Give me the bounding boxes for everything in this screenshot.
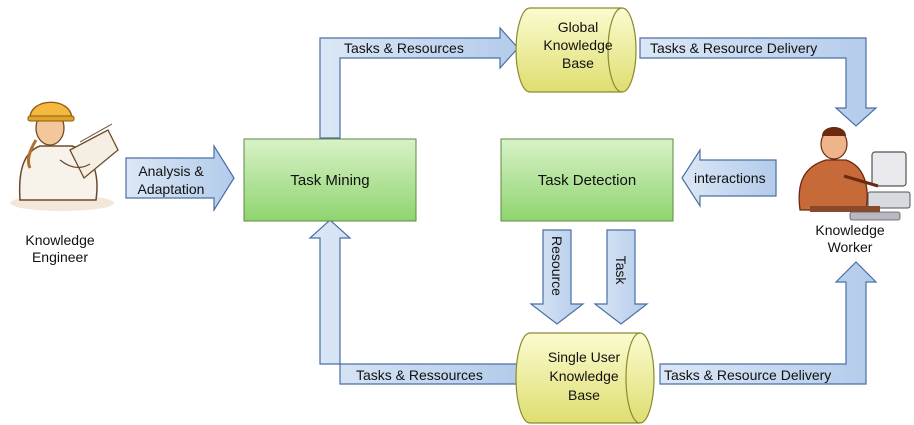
arrow-interactions xyxy=(681,147,777,209)
interactions-label: interactions xyxy=(694,170,766,186)
knowledge-worker-figure xyxy=(798,127,911,221)
task-detection-box xyxy=(500,138,674,222)
single-kb-line1: Single User xyxy=(547,349,621,365)
arrow-delivery-top xyxy=(639,37,878,127)
arrow-task xyxy=(593,229,649,325)
single-kb-line2: Knowledge xyxy=(549,368,619,384)
task-mining-box xyxy=(243,138,417,222)
task-mining-label: Task Mining xyxy=(290,171,370,189)
engineer-label: Knowledge Engineer xyxy=(14,232,106,266)
arrow-delivery-bottom xyxy=(659,261,878,385)
analysis-label: Analysis & Adaptation xyxy=(128,162,214,198)
arrow-resource xyxy=(529,229,585,325)
worker-line1: Knowledge xyxy=(815,222,885,238)
delivery-top-label: Tasks & Resource Delivery xyxy=(650,40,818,56)
global-kb-label: Global Knowledge Base xyxy=(528,18,628,72)
single-kb-label: Single User Knowledge Base xyxy=(526,348,642,405)
engineer-line1: Knowledge xyxy=(25,232,95,248)
task-detection-label: Task Detection xyxy=(537,171,637,189)
single-kb-cylinder xyxy=(515,332,655,424)
task-label: Task xyxy=(613,255,629,285)
knowledge-engineer-figure xyxy=(10,101,119,211)
engineer-line2: Engineer xyxy=(31,249,89,265)
tasks-resources-top-label: Tasks & Resources xyxy=(344,40,464,56)
tasks-ressources-bottom-label: Tasks & Ressources xyxy=(356,367,483,383)
worker-label: Knowledge Worker xyxy=(804,222,896,256)
resource-label: Resource xyxy=(549,236,565,296)
analysis-line1: Analysis & xyxy=(138,163,204,179)
delivery-bottom-label: Tasks & Resource Delivery xyxy=(664,367,832,383)
global-kb-line3: Base xyxy=(562,55,594,71)
worker-line2: Worker xyxy=(827,239,873,255)
global-kb-line2: Knowledge xyxy=(543,37,613,53)
global-kb-cylinder xyxy=(515,7,637,93)
arrow-tasks-ressources-bottom xyxy=(308,219,519,385)
arrow-tasks-resources-top xyxy=(319,26,519,139)
analysis-line2: Adaptation xyxy=(137,181,205,197)
single-kb-line3: Base xyxy=(568,387,600,403)
arrow-analysis xyxy=(125,143,235,213)
global-kb-line1: Global xyxy=(557,19,599,35)
